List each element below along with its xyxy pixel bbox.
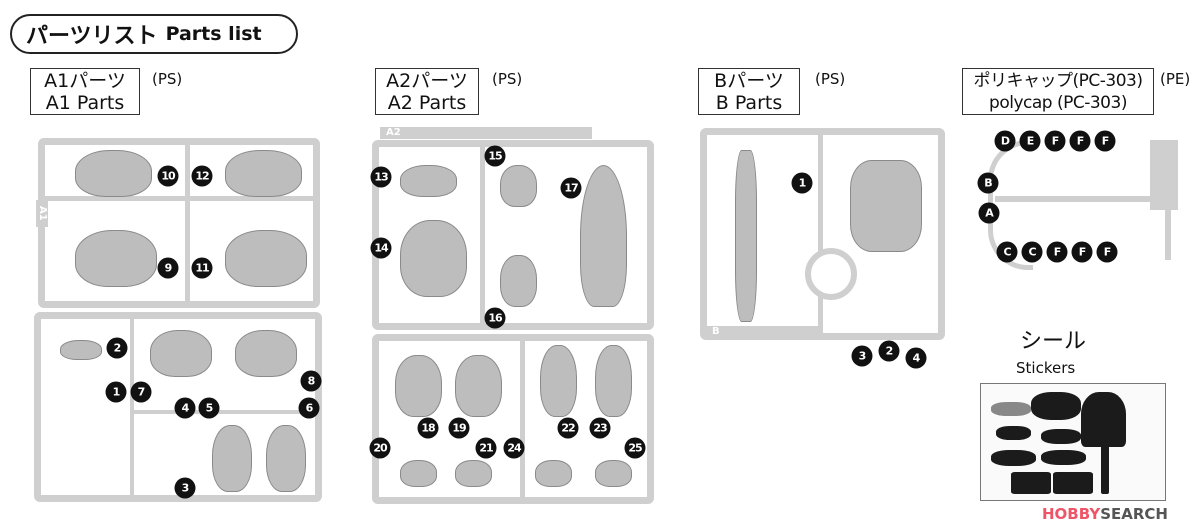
- a1-part-number-badge: 9: [157, 257, 179, 279]
- polycap-part-number-badge: F: [1071, 241, 1093, 263]
- polycap-part-number-badge: C: [1021, 241, 1043, 263]
- b-label-en: B Parts: [715, 92, 783, 114]
- b-material: (PS): [815, 70, 846, 88]
- b-part-number-badge: 2: [878, 340, 900, 362]
- a2-part-number-badge: 14: [370, 237, 392, 259]
- a1-part-number-badge: 7: [130, 381, 152, 403]
- a1-part-number-badge: 11: [191, 257, 213, 279]
- a1-part-number-badge: 2: [106, 337, 128, 359]
- section-title: パーツリスト Parts list: [10, 14, 298, 54]
- polycap-part-number-badge: F: [1069, 130, 1091, 152]
- title-en: Parts list: [165, 23, 262, 45]
- a1-tag: A1: [36, 200, 48, 227]
- a1-label-en: A1 Parts: [45, 92, 125, 114]
- polycap-part-number-badge: F: [1046, 241, 1068, 263]
- polycap-material: (PE): [1160, 70, 1191, 88]
- b-part-number-badge: 4: [905, 347, 927, 369]
- a1-part-number-badge: 1: [105, 381, 127, 403]
- b-part-number-badge: 3: [851, 345, 873, 367]
- stickers-label-en: Stickers: [1016, 359, 1076, 377]
- a1-material: (PS): [152, 70, 183, 88]
- a2-part-number-badge: 19: [448, 417, 470, 439]
- a1-label-jp: A1パーツ: [44, 70, 126, 92]
- watermark: HOBBYSEARCH: [1042, 505, 1168, 523]
- title-jp: パーツリスト: [26, 24, 158, 49]
- a1-part-number-badge: 8: [300, 370, 322, 392]
- b-label-jp: Bパーツ: [714, 70, 784, 92]
- a2-part-number-badge: 17: [560, 177, 582, 199]
- polycap-part-number-badge: C: [996, 241, 1018, 263]
- polycap-part-number-badge: E: [1019, 130, 1041, 152]
- a2-tag: A2: [380, 127, 592, 139]
- a1-label: A1パーツ A1 Parts: [30, 68, 140, 115]
- a2-label: A2パーツ A2 Parts: [375, 68, 479, 115]
- a2-label-jp: A2パーツ: [386, 70, 468, 92]
- a2-part-number-badge: 22: [557, 417, 579, 439]
- a1-part-number-badge: 10: [157, 165, 179, 187]
- watermark-logo: HOBBY: [1042, 505, 1101, 523]
- a2-part-number-badge: 24: [503, 437, 525, 459]
- a1-part-number-badge: 4: [174, 397, 196, 419]
- a2-part-number-badge: 25: [624, 437, 646, 459]
- a2-part-number-badge: 21: [475, 437, 497, 459]
- b-label: Bパーツ B Parts: [698, 68, 800, 115]
- b-part-number-badge: 1: [791, 172, 813, 194]
- a1-part-number-badge: 5: [198, 397, 220, 419]
- a2-part-number-badge: 15: [484, 145, 506, 167]
- sticker-sheet: [980, 383, 1166, 501]
- a1-part-number-badge: 6: [298, 397, 320, 419]
- polycap-label-en: polycap (PC-303): [989, 93, 1127, 113]
- watermark-text: SEARCH: [1100, 505, 1168, 523]
- a2-part-number-badge: 20: [369, 437, 391, 459]
- polycap-part-number-badge: F: [1044, 130, 1066, 152]
- polycap-part-number-badge: A: [978, 202, 1000, 224]
- polycap-part-number-badge: B: [977, 172, 999, 194]
- a2-part-number-badge: 16: [484, 307, 506, 329]
- polycap-part-number-badge: D: [994, 130, 1016, 152]
- a1-part-number-badge: 3: [174, 477, 196, 499]
- polycap-part-number-badge: F: [1094, 130, 1116, 152]
- a2-part-number-badge: 13: [370, 166, 392, 188]
- polycap-label: ポリキャップ(PC-303) polycap (PC-303): [962, 68, 1154, 115]
- stickers-label-jp: シール: [1020, 329, 1087, 354]
- a2-part-number-badge: 18: [417, 417, 439, 439]
- polycap-label-jp: ポリキャップ(PC-303): [973, 71, 1143, 91]
- a2-material: (PS): [492, 70, 523, 88]
- a1-part-number-badge: 12: [191, 165, 213, 187]
- b-tag: B: [706, 326, 818, 338]
- a2-part-number-badge: 23: [589, 417, 611, 439]
- polycap-part-number-badge: F: [1096, 241, 1118, 263]
- a2-label-en: A2 Parts: [387, 92, 467, 114]
